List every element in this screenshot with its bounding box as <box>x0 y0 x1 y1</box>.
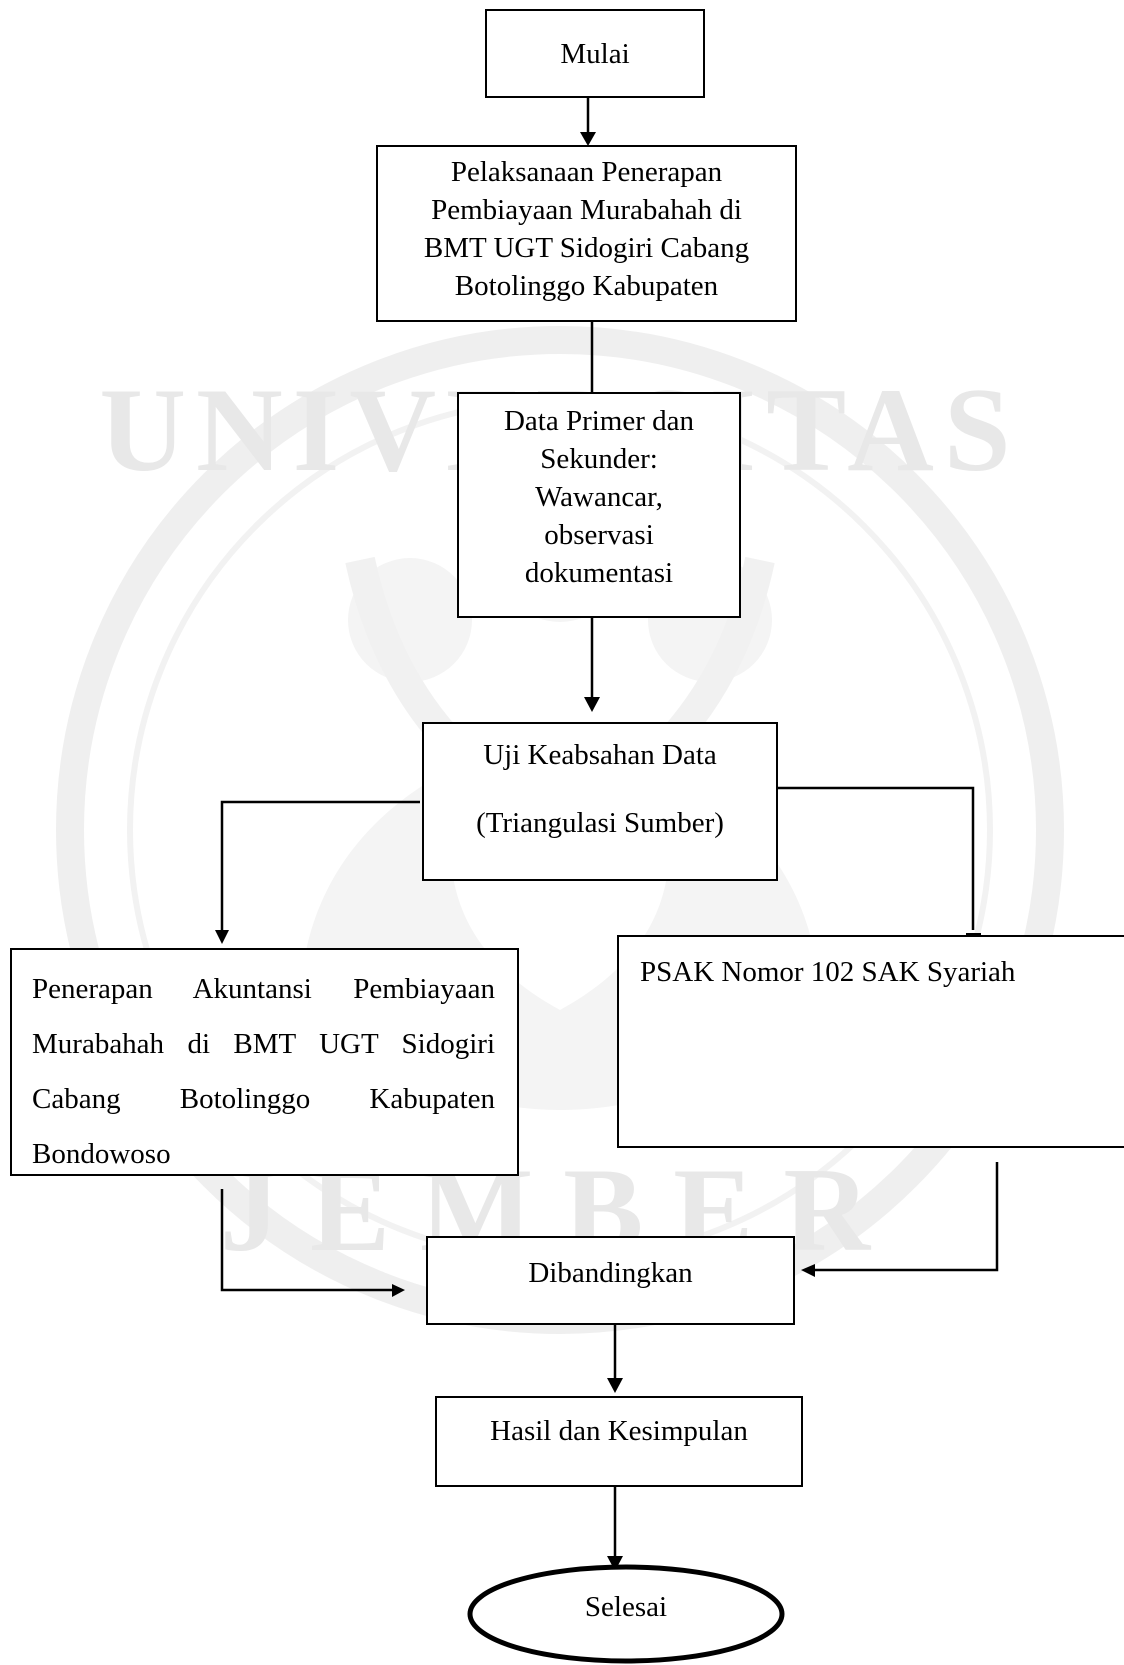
accounting-label: Penerapan Akuntansi Pembiayaan Murabahah… <box>12 950 517 1182</box>
arrowheads <box>215 132 815 1571</box>
accounting-line-2: Murabahah di BMT UGT Sidogiri <box>32 1028 495 1060</box>
connectors <box>220 97 999 1556</box>
data-sources-line-3: Wawancar, <box>535 481 663 513</box>
data-sources-line-1: Data Primer dan <box>503 405 695 437</box>
end-label-wrap: Selesai <box>470 1567 782 1661</box>
arrowhead <box>607 1556 623 1571</box>
result-label: Hasil dan Kesimpulan <box>490 1415 748 1447</box>
standard-box: PSAK Nomor 102 SAK Syariah <box>617 935 1124 1148</box>
validity-box: Uji Keabsahan Data (Triangulasi Sumber) <box>422 722 778 881</box>
accounting-line-3: Cabang Botolinggo Kabupaten <box>32 1083 495 1115</box>
connector-standard-to-compare <box>815 1162 999 1272</box>
compare-label: Dibandingkan <box>528 1256 693 1289</box>
validity-label-line-1: Uji Keabsahan Data <box>483 739 717 771</box>
end-label: Selesai <box>584 1591 668 1623</box>
accounting-line-4: Bondowoso <box>32 1138 171 1170</box>
connector-validity-to-standard <box>777 786 975 930</box>
accounting-line-1: Penerapan Akuntansi Pembiayaan <box>32 973 495 1005</box>
implementation-box: Pelaksanaan Penerapan Pembiayaan Murabah… <box>376 145 797 322</box>
data-sources-line-2: Sekunder: <box>540 443 658 475</box>
implementation-label: Pelaksanaan Penerapan Pembiayaan Murabah… <box>423 156 750 302</box>
arrowhead <box>215 930 229 944</box>
standard-label: PSAK Nomor 102 SAK Syariah <box>640 956 1016 988</box>
start-box: Mulai <box>485 9 705 98</box>
data-sources-line-4: observasi <box>544 519 654 551</box>
end-terminal <box>467 1564 785 1664</box>
data-sources-box: Data Primer dan Sekunder: Wawancar, obse… <box>457 392 741 618</box>
arrowhead <box>801 1264 815 1277</box>
compare-box: Dibandingkan <box>426 1236 795 1325</box>
start-label: Mulai <box>560 37 630 70</box>
result-box: Hasil dan Kesimpulan <box>435 1396 803 1487</box>
arrowhead <box>607 1378 623 1393</box>
arrowhead <box>584 697 600 712</box>
arrowhead <box>392 1284 405 1297</box>
accounting-box: Penerapan Akuntansi Pembiayaan Murabahah… <box>10 948 519 1176</box>
validity-label-line-2: (Triangulasi Sumber) <box>476 807 724 839</box>
arrowhead <box>580 132 596 146</box>
data-sources-line-5: dokumentasi <box>524 557 674 589</box>
connector-validity-to-accounting <box>220 800 420 930</box>
connector-accounting-to-compare <box>220 1189 392 1292</box>
